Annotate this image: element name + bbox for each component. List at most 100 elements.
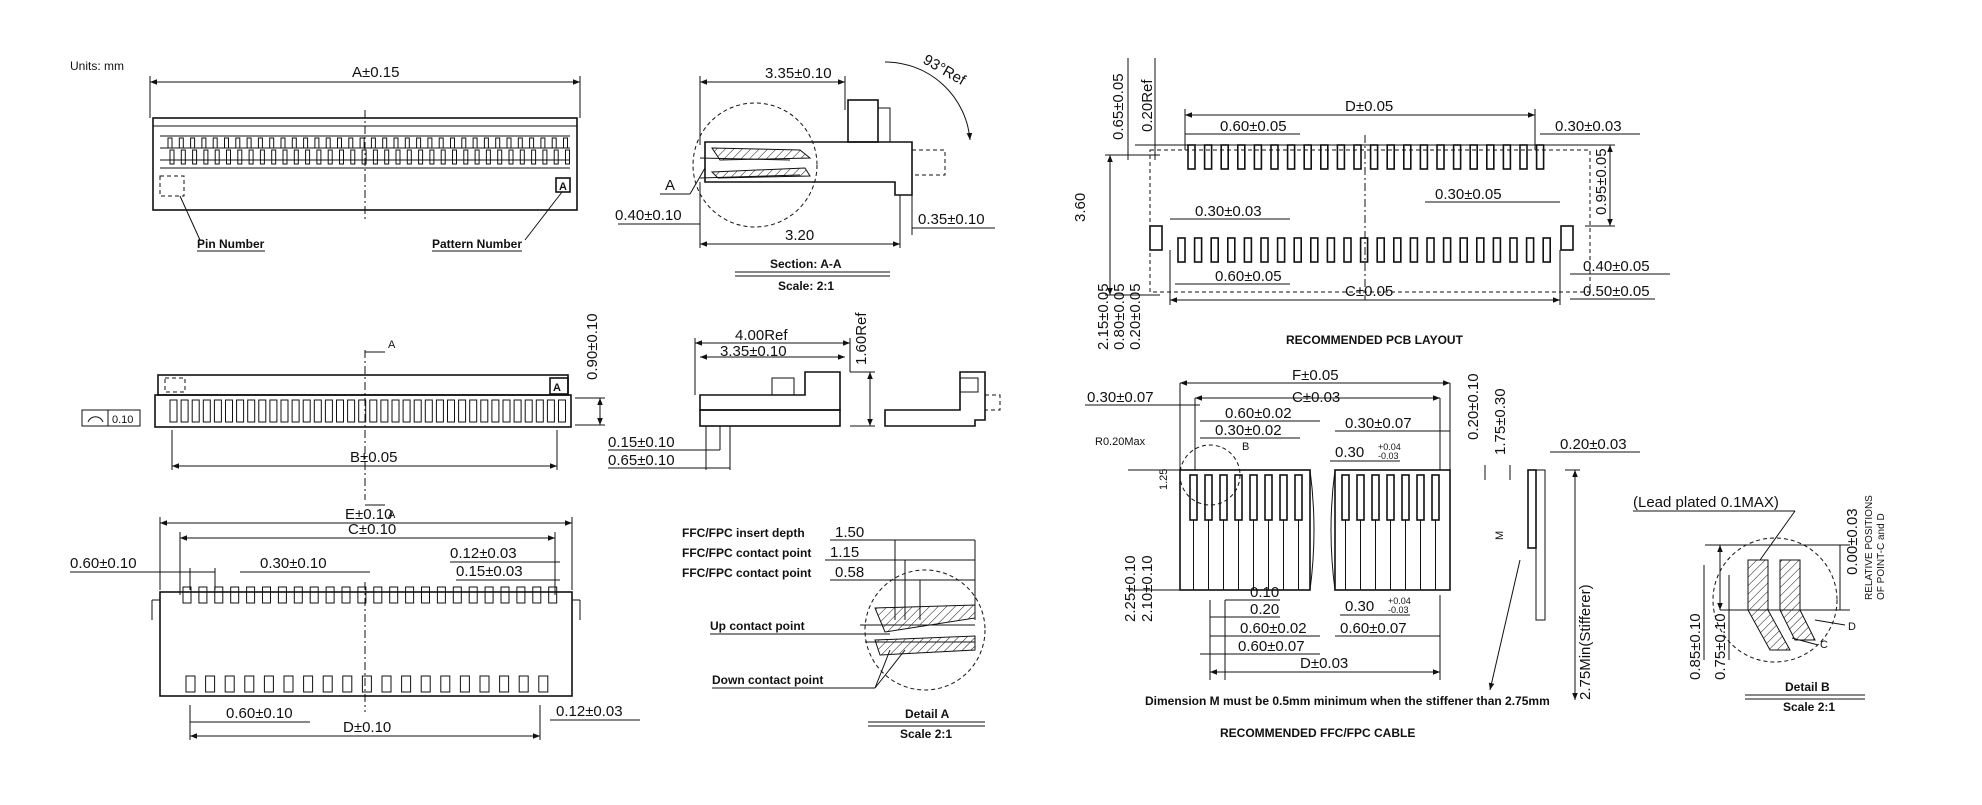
top-pin-upper [461, 137, 467, 149]
pcb-top-pad [1519, 144, 1528, 170]
detail-b-note2: OF POINT-C and D [1876, 513, 1887, 600]
front-pin [558, 399, 566, 423]
pcb-bottom-pad [1210, 237, 1219, 263]
section-tail-dim: 0.35±0.10 [918, 211, 985, 228]
front-pin [535, 399, 544, 423]
pcb-top-pad [1419, 144, 1429, 170]
pcb-v2-dim: 0.20Ref [1139, 79, 1156, 132]
bottom-pin-top [468, 586, 478, 604]
cable-lead [1294, 474, 1303, 521]
top-pin-upper [190, 137, 196, 149]
front-pin [502, 399, 511, 423]
detail-a-scale: Scale 2:1 [900, 727, 952, 741]
cable-note: Dimension M must be 0.5mm minimum when t… [1145, 694, 1550, 708]
side-d1-dim: 0.15±0.10 [608, 434, 675, 451]
pcb-top-pad [1403, 144, 1412, 170]
pcb-r2-dim: 0.50±0.05 [1583, 283, 1650, 300]
pattern-mark-front: A [553, 382, 561, 394]
pcb-bottom-pad [1293, 237, 1302, 263]
top-pin-upper [201, 137, 207, 149]
pcb-v4-dim: 2.15±0.05 [1095, 283, 1112, 350]
pattern-mark-top: A [559, 181, 567, 193]
bottom-pin-bottom [518, 675, 529, 693]
detail-b-v3-dim: 0.75±0.10 [1712, 613, 1729, 680]
bottom-pin-top [182, 586, 192, 604]
bottom-pin-top [214, 586, 224, 604]
pcb-top-pad [1535, 144, 1545, 170]
pcb-bottom-pad [1409, 237, 1419, 263]
cable-lead [1416, 474, 1425, 521]
detail-b-d-label: D [1848, 621, 1856, 633]
pcb-pad-top-dim: 0.30±0.03 [1555, 118, 1622, 135]
top-pin-upper [348, 137, 354, 149]
cable-b2-dim: 0.20 [1250, 601, 1279, 618]
bottom-pin-bottom [538, 675, 549, 693]
top-pin-lower [350, 149, 356, 165]
pcb-top-pad [1486, 144, 1495, 170]
section-aa-view: 3.35±0.10 93°Ref A 0.40±0.10 3.20 0.35±0… [615, 51, 995, 293]
bottom-pin-top [262, 586, 271, 604]
bottom-pin-top [532, 586, 542, 604]
bottom-pin-bottom [205, 675, 216, 693]
cable-b1-dim: 0.10 [1250, 584, 1279, 601]
detail-b-c-label: C [1820, 639, 1828, 651]
pcb-bottom-pad [1376, 237, 1385, 263]
pcb-top-pads [1187, 144, 1545, 170]
bottom-pin-bottom [224, 675, 235, 693]
top-pin-lower [463, 149, 469, 165]
top-pin-lower [542, 149, 548, 165]
detail-a-label-3: FFC/FPC contact point [682, 566, 811, 580]
bottom-pins [182, 586, 558, 693]
bottom-pin-top [277, 586, 287, 604]
pcb-top-pad [1237, 144, 1246, 170]
top-pin-upper [325, 137, 331, 149]
cable-lead [1371, 474, 1380, 521]
top-pin-upper [529, 137, 535, 149]
bottom-pin-top [436, 586, 446, 604]
top-pin-lower [226, 149, 231, 165]
detail-b-title: Detail B [1785, 680, 1830, 694]
bottom-pin-bottom [283, 675, 294, 693]
bottom-pin-bottom [381, 675, 392, 693]
cable-edge-dim: 0.30±0.07 [1087, 389, 1154, 406]
cable-t3-dim: 0.20±0.03 [1560, 436, 1627, 453]
overall-length-dim: A±0.15 [352, 64, 399, 81]
bottom-pin-top [293, 586, 303, 604]
pcb-top-pad [1220, 144, 1229, 170]
bottom-pin-top [309, 586, 319, 604]
pcb-bottom-pad [1393, 237, 1402, 263]
ffc-cable-view: F±0.05 0.30±0.07 C±0.03 0.60±0.02 0.30±0… [1085, 367, 1640, 740]
cable-span-dim: C±0.03 [1292, 389, 1340, 406]
pcb-bottom-pad [1492, 237, 1502, 263]
cable-lead [1219, 474, 1228, 521]
top-pin-lower [237, 149, 243, 165]
top-pin-upper [257, 137, 263, 149]
pin-number-label: Pin Number [197, 237, 265, 251]
cable-b5-dim: 0.60±0.07 [1340, 620, 1407, 637]
pcb-v1-dim: 0.65±0.05 [1110, 73, 1127, 140]
top-pin-lower [214, 149, 220, 165]
detail-b-lead: (Lead plated 0.1MAX) [1633, 494, 1779, 511]
pcb-title: RECOMMENDED PCB LAYOUT [1286, 333, 1464, 347]
pcb-top-pad [1187, 144, 1196, 170]
cable-t1-dim: 0.20±0.10 [1465, 373, 1482, 440]
front-pin [480, 399, 489, 423]
bottom-pin-bottom [244, 675, 255, 693]
detail-a-label-2: FFC/FPC contact point [682, 546, 811, 560]
cable-pitch-dim: 0.60±0.02 [1225, 405, 1292, 422]
top-pins [167, 137, 570, 165]
top-pin-upper [224, 137, 229, 149]
front-pin [491, 399, 500, 423]
pcb-bottom-pad [1193, 237, 1203, 263]
side-ref-width-dim: 4.00Ref [735, 327, 788, 344]
pcb-bottom-pad [1243, 237, 1253, 263]
bottom-pin-top [548, 586, 558, 604]
flatness-dim: 0.10 [112, 414, 133, 426]
top-pin-upper [450, 137, 455, 149]
section-angle-dim: 93°Ref [920, 51, 969, 89]
cable-b3-dim: 0.60±0.02 [1240, 620, 1307, 637]
cable-lead [1249, 474, 1258, 521]
top-pin-lower [192, 149, 198, 165]
detail-a-value-2: 1.15 [830, 544, 859, 561]
top-pin-lower [180, 149, 186, 165]
